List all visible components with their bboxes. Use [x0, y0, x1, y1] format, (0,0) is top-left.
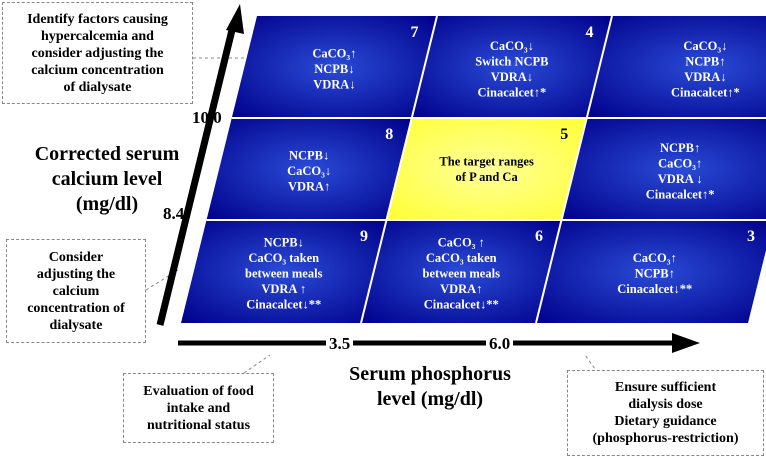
cell-4 [411, 16, 612, 118]
y-axis-title: Corrected serum calcium level (mg/dl) [22, 142, 192, 217]
x-tick-left: 3.5 [326, 334, 354, 354]
cell-9-line: between meals [245, 267, 323, 281]
cell-9-line: CaCO₃ taken [248, 251, 319, 265]
cell-6-line: between meals [423, 267, 501, 281]
cell-1 [586, 16, 766, 118]
cell-9-line: Cinacalcet↓** [246, 298, 321, 312]
note-line: nutritional status [146, 417, 251, 433]
x-axis-title-line-2: level (mg/dl) [376, 388, 484, 410]
note-line: dialysate [49, 317, 103, 333]
column-divider [535, 15, 613, 324]
cell-5-line: of P and Ca [456, 170, 519, 184]
note-nutrition: Evaluation of food intake and nutritiona… [123, 373, 274, 443]
cell-2 [561, 118, 766, 220]
cell-7 [231, 16, 437, 118]
cell-7-line: VDRA↓ [313, 78, 355, 92]
cell-9-line: VDRA ↑ [261, 282, 306, 296]
note-line: concentration of [27, 300, 125, 316]
cell-8 [206, 118, 412, 220]
y-axis-title-line-3: (mg/dl) [75, 193, 139, 215]
cell-number-7: 7 [411, 24, 419, 41]
column-divider [360, 15, 438, 324]
cell-6-line: CaCO₃ taken [426, 251, 497, 265]
x-axis-title-line-1: Serum phosphorus [349, 363, 511, 385]
dividers-layer [206, 15, 766, 324]
note-dialysis: Ensure sufficient dialysis dose Dietary … [567, 370, 764, 456]
y-tick-upper: 10.0 [192, 108, 222, 127]
note-hypercalcemia: Identify factors causing hypercalcemia a… [2, 2, 193, 104]
note-line: calcium [52, 283, 100, 299]
cell-6-line: CaCO₃ ↑ [438, 236, 485, 250]
note-line: consider adjusting the [31, 45, 164, 61]
cell-2-line: Cinacalcet↑* [646, 187, 715, 201]
cell-7-line: CaCO₃↑ [312, 47, 356, 61]
note-line: Dietary guidance [614, 414, 717, 429]
note-line: dialysis dose [628, 397, 703, 412]
cell-6-line: Cinacalcet↓** [424, 298, 499, 312]
cell-2-line: NCPB↑ [660, 141, 700, 155]
cell-number-3: 3 [747, 228, 755, 245]
cell-5 [386, 118, 587, 220]
cell-number-9: 9 [360, 228, 368, 245]
note-line: adjusting the [36, 266, 116, 282]
cell-number-6: 6 [535, 228, 543, 245]
cell-3 [536, 220, 766, 323]
cell-8-line: CaCO₃↓ [287, 164, 331, 178]
cell-1-line: NCPB↑ [685, 54, 725, 68]
cell-8-line: NCPB↓ [289, 149, 329, 163]
y-axis-arrowhead [226, 4, 244, 34]
note-line: Identify factors causing [27, 11, 168, 27]
y-axis-arrow [156, 29, 236, 326]
cell-1-line: Cinacalcet↑* [671, 85, 740, 99]
cell-2-line: VDRA ↓ [658, 172, 703, 186]
note-line: intake and [166, 400, 231, 416]
cell-1-line: CaCO₃↓ [683, 39, 727, 53]
cell-number-5: 5 [560, 126, 568, 143]
cell-6-line: VDRA↑ [440, 282, 482, 296]
cell-number-4: 4 [586, 24, 594, 41]
cell-6 [361, 220, 562, 323]
cell-4-line: CaCO₃↓ [490, 39, 534, 53]
cell-8-line: VDRA↑ [288, 180, 330, 194]
cell-4-line: Switch NCPB [475, 54, 548, 68]
x-axis-arrowhead [672, 333, 700, 353]
y-axis-title-line-2: calcium level [51, 168, 163, 190]
note-line: calcium concentration [31, 62, 164, 78]
cell-number-8: 8 [385, 126, 393, 143]
cell-9-line: NCPB↓ [264, 236, 304, 250]
note-hypocalcemia: Consider adjusting the calcium concentra… [6, 239, 146, 343]
cell-3-line: Cinacalcet↓** [617, 282, 692, 296]
cell-9 [181, 220, 387, 323]
cell-4-line: Cinacalcet↑* [478, 85, 547, 99]
note-line: Ensure sufficient [614, 380, 717, 395]
note-line: (phosphorus-restriction) [592, 431, 739, 446]
connector-bottom-left [243, 354, 271, 374]
note-line: Consider [48, 249, 104, 265]
y-axis-title-line-1: Corrected serum [34, 143, 180, 165]
cell-2-line: CaCO₃↑ [658, 156, 702, 170]
cell-3-line: CaCO₃↑ [633, 251, 677, 265]
connector-bottom-right [584, 354, 599, 374]
cell-1-line: VDRA↓ [684, 70, 726, 84]
x-tick-right: 6.0 [486, 334, 514, 354]
note-line: Evaluation of food [143, 383, 254, 399]
note-line: hypercalcemia and [41, 28, 154, 44]
note-line: of dialysate [63, 79, 132, 95]
cell-7-line: NCPB↓ [314, 62, 354, 76]
cell-5-line: The target ranges [439, 154, 534, 168]
cell-3-line: NCPB↑ [635, 267, 675, 281]
y-tick-lower: 8.4 [163, 204, 185, 223]
x-axis-title: Serum phosphorus level (mg/dl) [330, 362, 530, 412]
cell-4-line: VDRA↓ [491, 70, 533, 84]
